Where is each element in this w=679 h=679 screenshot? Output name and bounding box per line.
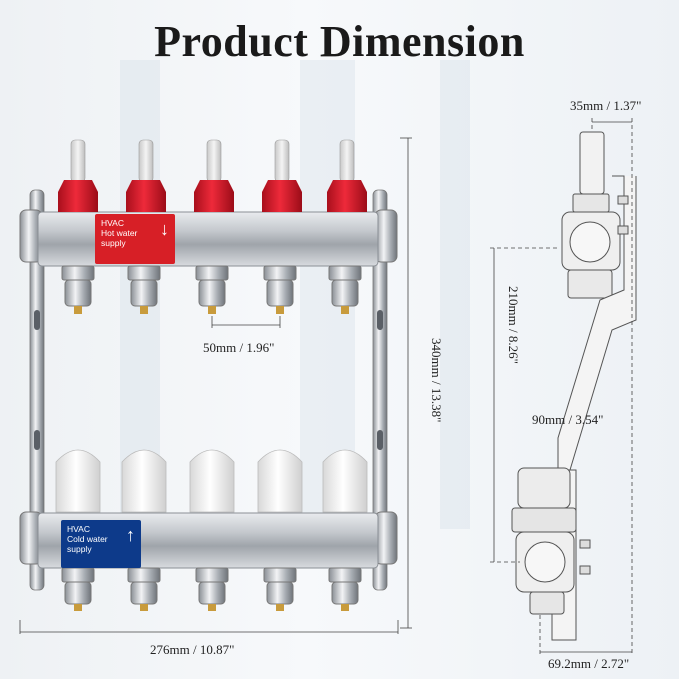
right-bracket — [372, 189, 388, 591]
left-bracket — [29, 189, 45, 591]
background-pillar — [440, 60, 470, 529]
cold-label-line3: supply — [67, 544, 92, 554]
side-view-drawing — [511, 131, 637, 641]
hot-label-line1: HVAC — [101, 218, 124, 228]
down-arrow-icon: ↓ — [160, 219, 169, 239]
hot-supply-manifold — [19, 209, 398, 267]
dim-port-spacing: 50mm / 1.96" — [203, 340, 275, 355]
bottom-outlet-fittings — [61, 567, 362, 611]
page-title: Product Dimension — [154, 17, 525, 66]
side-dimension-lines — [490, 118, 633, 656]
dim-total-width: 276mm / 10.87" — [150, 642, 235, 657]
flow-meters — [58, 139, 367, 212]
dim-top-width: 35mm / 1.37" — [570, 98, 642, 113]
hot-water-supply-label: HVAC Hot water supply ↓ — [95, 214, 175, 264]
dim-side-depth: 90mm / 3.54" — [532, 412, 604, 427]
top-outlet-fittings — [61, 265, 362, 314]
cold-label-line1: HVAC — [67, 524, 90, 534]
dimension-lines — [19, 137, 412, 634]
valve-caps — [55, 449, 368, 513]
hot-label-line3: supply — [101, 238, 126, 248]
dim-total-height: 340mm / 13.38" — [429, 338, 444, 423]
cold-water-supply-label: HVAC Cold water supply ↑ — [61, 520, 141, 568]
cold-label-line2: Cold water — [67, 534, 108, 544]
dim-bottom-width: 69.2mm / 2.72" — [548, 656, 630, 671]
up-arrow-icon: ↑ — [126, 525, 135, 545]
dim-side-height: 210mm / 8.26" — [506, 286, 521, 364]
hot-label-line2: Hot water — [101, 228, 138, 238]
